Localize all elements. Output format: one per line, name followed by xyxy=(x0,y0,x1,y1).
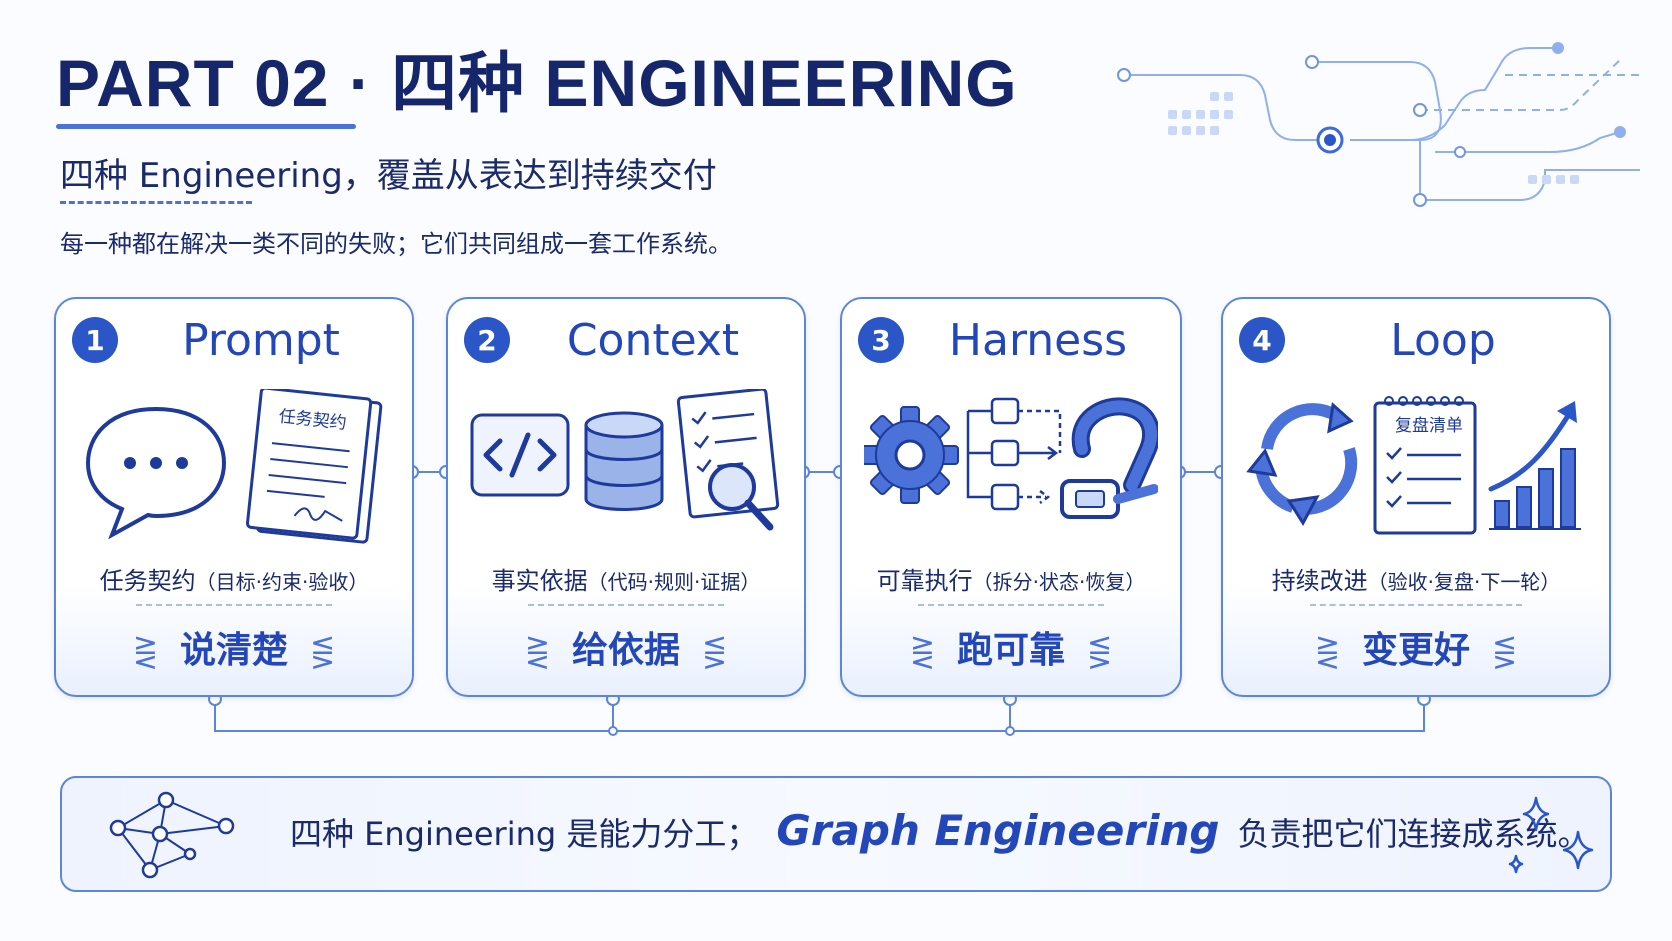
card-slogan-text: 给依据 xyxy=(571,630,680,671)
page-title: PART 02 · 四种 ENGINEERING xyxy=(56,46,1018,120)
card-number-badge: 4 xyxy=(1239,317,1285,363)
card-description: 持续改进（验收·复盘·下一轮） xyxy=(1223,561,1609,596)
card-icons xyxy=(470,389,780,531)
card-desc-main: 事实依据 xyxy=(491,567,588,595)
graph-network-icon xyxy=(109,791,235,879)
slogan-deco-left-icon: ⋛ xyxy=(524,635,550,670)
card-title: Prompt xyxy=(182,315,340,366)
card-icons: 复盘清单 xyxy=(1246,396,1581,535)
card-number-badge: 1 xyxy=(72,317,118,363)
subtitle-divider xyxy=(60,201,252,204)
card-prompt: 1 Prompt 任务契约 任务契约（目标·约束·验收） ⋛说清楚⋚ xyxy=(54,297,414,697)
sparkle-icon xyxy=(1508,796,1594,874)
card-desc-sub: （目标·约束·验收） xyxy=(195,570,369,594)
card-number-badge: 3 xyxy=(858,317,904,363)
checklist-magnifier-icon xyxy=(676,389,780,531)
card-title: Harness xyxy=(948,315,1128,366)
card-title: Context xyxy=(566,315,740,366)
slogan-deco-right-icon: ⋚ xyxy=(1087,635,1113,670)
card-icons: 任务契约 xyxy=(85,389,383,544)
slogan-deco-right-icon: ⋚ xyxy=(702,635,728,670)
card-description: 可靠执行（拆分·状态·恢复） xyxy=(842,561,1180,596)
card-slogan-text: 跑可靠 xyxy=(956,630,1065,671)
flowchart-icon xyxy=(966,397,1062,511)
card-desc-main: 持续改进 xyxy=(1271,567,1368,595)
slogan-deco-left-icon: ⋛ xyxy=(1314,635,1340,670)
card-desc-main: 可靠执行 xyxy=(876,567,973,595)
footer-statement: 四种 Engineering 是能力分工； Graph Engineering 负责… xyxy=(290,806,1590,855)
card-slogan: ⋛ 跑可靠 ⋚ xyxy=(842,621,1180,673)
card-desc-sub: （拆分·状态·恢复） xyxy=(972,570,1146,594)
database-icon xyxy=(584,411,664,511)
footer-text-after: 负责把它们连接成系统。 xyxy=(1237,815,1590,853)
card-desc-sub: （验收·复盘·下一轮） xyxy=(1367,570,1561,594)
slogan-deco-right-icon: ⋚ xyxy=(310,635,336,670)
card-description: 任务契约（目标·约束·验收） xyxy=(56,561,412,596)
footer-banner: 四种 Engineering 是能力分工； Graph Engineering 负责… xyxy=(60,776,1612,892)
card-title: Loop xyxy=(1390,315,1496,366)
harness-strap-icon xyxy=(1060,397,1158,519)
review-checklist-label: 复盘清单 xyxy=(1395,416,1463,436)
card-loop: 4 Loop 复盘清单 xyxy=(1221,297,1611,697)
code-icon xyxy=(470,413,570,497)
card-icons xyxy=(864,397,1158,519)
card-slogan-text: 说清楚 xyxy=(179,630,288,671)
card-context: 2 Context 事实依据（代码·规则·证据） ⋛ 给依据 ⋚ xyxy=(446,297,806,697)
card-divider xyxy=(528,604,724,606)
contract-document-icon: 任务契约 xyxy=(245,389,383,544)
card-slogan-text: 变更好 xyxy=(1361,630,1470,671)
card-desc-main: 任务契约 xyxy=(99,567,196,595)
slogan-deco-right-icon: ⋚ xyxy=(1492,635,1518,670)
card-description: 事实依据（代码·规则·证据） xyxy=(448,561,804,596)
footer-highlight: Graph Engineering xyxy=(776,806,1220,855)
card-slogan: ⋛ 给依据 ⋚ xyxy=(448,621,804,673)
page-subtitle: 四种 Engineering，覆盖从表达到持续交付 xyxy=(60,156,717,196)
footer-text-before: 四种 Engineering 是能力分工； xyxy=(290,815,759,853)
slogan-deco-left-icon: ⋛ xyxy=(909,635,935,670)
title-underline xyxy=(56,124,356,129)
card-divider xyxy=(136,604,332,606)
gear-icon xyxy=(864,406,959,504)
chat-bubble-icon xyxy=(85,406,227,540)
slogan-deco-left-icon: ⋛ xyxy=(132,635,158,670)
cycle-arrows-icon xyxy=(1246,402,1358,526)
page-description: 每一种都在解决一类不同的失败；它们共同组成一套工作系统。 xyxy=(60,230,732,258)
card-divider xyxy=(1309,604,1523,606)
circuit-decoration xyxy=(1117,42,1640,207)
card-harness: 3 Harness xyxy=(840,297,1182,697)
card-number-badge: 2 xyxy=(464,317,510,363)
card-slogan: ⋛ 变更好 ⋚ xyxy=(1223,621,1609,673)
growth-chart-icon xyxy=(1488,401,1581,530)
card-divider xyxy=(918,604,1104,606)
card-desc-sub: （代码·规则·证据） xyxy=(587,570,761,594)
card-slogan: ⋛ 说清楚 ⋚ xyxy=(56,621,412,673)
review-checklist-icon: 复盘清单 xyxy=(1373,396,1477,535)
